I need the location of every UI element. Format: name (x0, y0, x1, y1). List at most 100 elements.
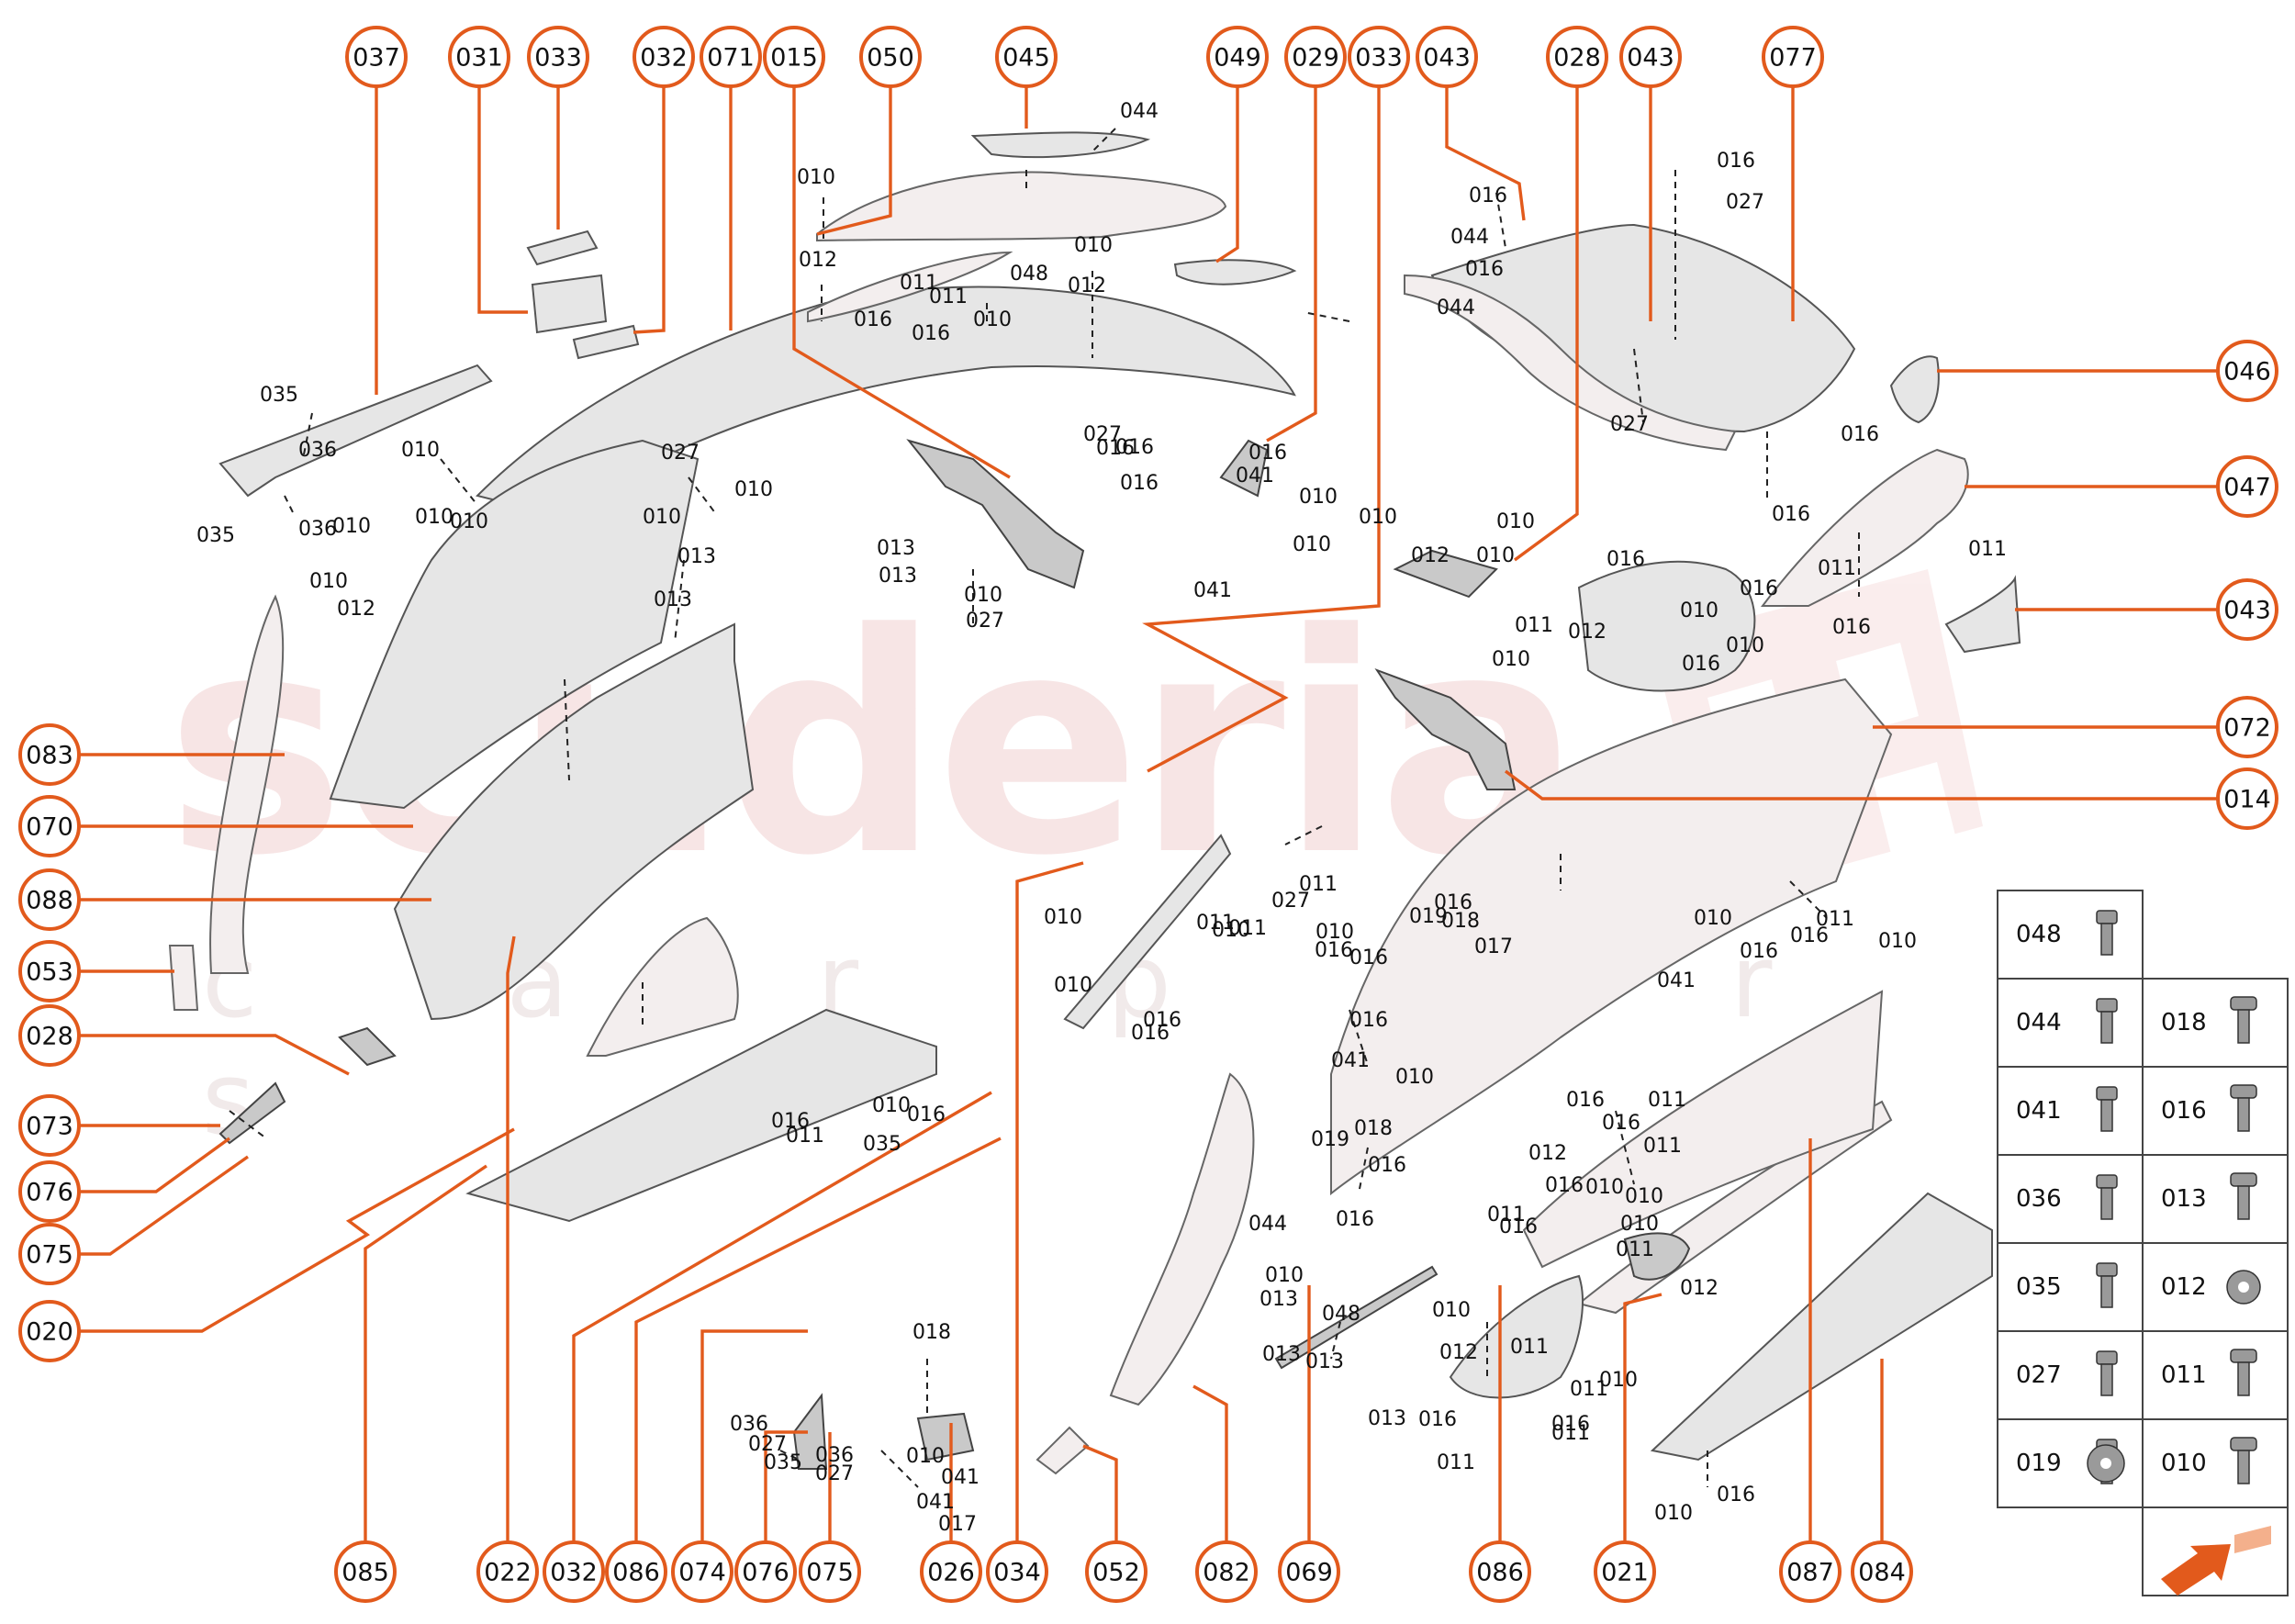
legend-code: 035 (2016, 1273, 2062, 1301)
callout-top-049: 049 (1206, 26, 1269, 88)
callout-number: 075 (806, 1559, 854, 1587)
leader-line (79, 1137, 230, 1193)
small-vent-034 (1063, 834, 1232, 1030)
structural-panel-028 (1577, 560, 1756, 692)
callout-number: 086 (1476, 1559, 1524, 1587)
speaker-cover-part (1173, 259, 1297, 286)
part-number-label: 012 (337, 598, 375, 621)
part-number-label: 011 (900, 272, 938, 295)
callout-bottom-074: 074 (671, 1540, 733, 1603)
part-number-label: 010 (1476, 544, 1515, 567)
part-number-label: 044 (1120, 100, 1159, 123)
callout-number: 087 (1786, 1559, 1834, 1587)
part-number-label: 012 (1528, 1142, 1567, 1165)
legend-cell (1997, 890, 2144, 980)
part-number-label: 012 (799, 249, 837, 272)
bracket-021 (1623, 1232, 1691, 1281)
part-number-label: 010 (872, 1094, 911, 1117)
part-number-label: 036 (298, 439, 337, 462)
callout-circle (1619, 26, 1682, 88)
part-number-label: 041 (941, 1466, 980, 1489)
part-number-label: 010 (1620, 1213, 1659, 1236)
callout-top-031: 031 (448, 26, 510, 88)
fastener-icon (2096, 1262, 2118, 1308)
callout-circle (1594, 1540, 1656, 1603)
callout-number: 053 (26, 958, 73, 987)
callout-number: 069 (1285, 1559, 1333, 1587)
engine-cover-rim (1404, 274, 1737, 452)
callout-circle (543, 1540, 605, 1603)
callout-circle (1762, 26, 1824, 88)
part-number-label: 019 (1409, 905, 1448, 928)
part-number-label: 016 (1841, 423, 1879, 446)
callout-circle (448, 26, 510, 88)
part-number-label: 035 (863, 1133, 901, 1156)
leader-line (792, 87, 1011, 479)
callout-circle (1469, 1540, 1531, 1603)
part-number-label: 016 (1740, 940, 1778, 963)
legend-code: 041 (2016, 1097, 2062, 1125)
part-number-label: 010 (1585, 1176, 1624, 1199)
part-number-label: 016 (1832, 616, 1871, 639)
callout-number: 076 (26, 1179, 73, 1207)
callout-circle (18, 1223, 81, 1285)
part-number-label: 010 (1492, 648, 1530, 671)
part-number-label: 010 (1044, 906, 1082, 929)
long-side-trim-panel (476, 286, 1296, 516)
part-number-label: 013 (677, 545, 716, 568)
callout-left-076: 076 (18, 1160, 81, 1223)
callout-left-053: 053 (18, 940, 81, 1002)
part-number-label: 010 (1054, 974, 1092, 997)
part-number-label: 013 (1305, 1350, 1344, 1373)
leader-line (1192, 1384, 1228, 1542)
callout-number: 021 (1601, 1559, 1649, 1587)
callout-circle (986, 1540, 1048, 1603)
part-number-label: 016 (907, 1103, 946, 1126)
bracket-013 (906, 439, 1085, 589)
part-number-label: 035 (196, 524, 235, 547)
leader-line (477, 87, 528, 314)
callout-top-043: 043 (1619, 26, 1682, 88)
callout-top-077: 077 (1762, 26, 1824, 88)
callout-leader-lines (79, 87, 2218, 1542)
leader-line (79, 1155, 249, 1256)
part-number-label: 013 (654, 588, 692, 611)
part-number-label: 041 (916, 1491, 955, 1514)
part-number-label: 010 (1878, 930, 1917, 953)
bracket-027-mid (1393, 549, 1498, 599)
callout-top-050: 050 (859, 26, 922, 88)
part-number-label: 013 (1262, 1343, 1301, 1366)
part-number-label: 012 (1068, 274, 1106, 297)
legend-code: 012 (2161, 1273, 2207, 1301)
callout-circle (527, 26, 589, 88)
callout-bottom-086: 086 (605, 1540, 667, 1603)
legend-cell (1997, 1154, 2144, 1244)
part-number-label: 011 (786, 1125, 824, 1148)
part-number-label: 011 (1648, 1089, 1686, 1112)
part-number-label: 010 (1265, 1264, 1304, 1287)
leader-line (1082, 1444, 1118, 1542)
callout-top-071: 071 (700, 26, 762, 88)
part-number-label: 010 (415, 506, 453, 529)
callout-number: 020 (26, 1318, 73, 1347)
callout-circle (2216, 696, 2278, 758)
callout-number: 071 (707, 44, 755, 73)
callout-circle (605, 1540, 667, 1603)
part-number-label: 010 (1359, 506, 1397, 529)
callout-circle (1416, 26, 1478, 88)
part-number-label: 010 (734, 478, 773, 501)
clip-074 (792, 1393, 828, 1470)
callout-circle (1348, 26, 1410, 88)
part-number-label: 018 (1354, 1117, 1393, 1140)
callout-number: 073 (26, 1113, 73, 1141)
callout-bottom-052: 052 (1085, 1540, 1148, 1603)
callout-number: 045 (1002, 44, 1050, 73)
small-cover-046 (1889, 355, 1940, 424)
rocker-panel-087 (1522, 990, 1884, 1269)
part-number-label: 016 (1349, 946, 1388, 969)
callout-bottom-076: 076 (734, 1540, 797, 1603)
cap-053 (168, 945, 199, 1011)
part-number-label: 013 (1259, 1288, 1298, 1311)
